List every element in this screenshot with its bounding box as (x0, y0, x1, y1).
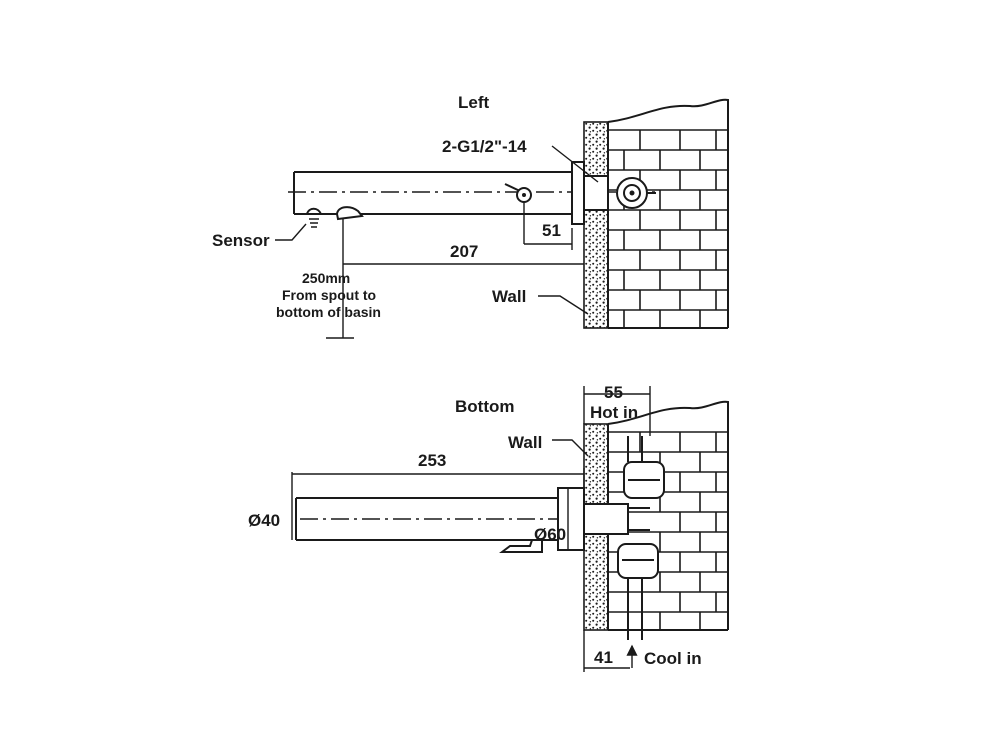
dim-diameter-40: Ø40 (248, 498, 293, 540)
dim-41: 41 (583, 630, 630, 672)
bottom-spout (295, 487, 650, 551)
left-wall-plaster (583, 121, 609, 329)
sensor-label: Sensor (212, 231, 270, 250)
dim-55: 55 (583, 383, 651, 436)
dim-51: 51 (523, 202, 573, 250)
left-brick-wall (607, 98, 729, 329)
svg-text:bottom of basin: bottom of basin (276, 304, 381, 320)
svg-text:From spout to: From spout to (282, 287, 376, 303)
thread-spec-label: 2-G1/2"-14 (442, 137, 527, 156)
dim-207: 207 (342, 218, 584, 338)
left-wall-label: Wall (492, 287, 526, 306)
svg-text:41: 41 (594, 648, 613, 667)
left-view: Left 2-G1/2"-14 (212, 93, 729, 339)
svg-text:55: 55 (604, 383, 623, 402)
hot-inlet-valve (623, 436, 665, 499)
hot-in-label: Hot in (590, 403, 638, 422)
sensor-icon (306, 207, 322, 228)
basin-clearance-note: 250mm From spout to bottom of basin (276, 270, 381, 339)
svg-text:253: 253 (418, 451, 446, 470)
pivot-lever-icon (504, 183, 532, 203)
svg-text:Ø40: Ø40 (248, 511, 280, 530)
bottom-outlet-icon (499, 539, 543, 553)
dim-diameter-60: Ø60 (534, 488, 569, 550)
inlet-fitting-icon (616, 177, 656, 209)
svg-text:250mm: 250mm (302, 270, 350, 286)
cold-inlet-valve (617, 543, 659, 640)
bottom-view-title: Bottom (455, 397, 514, 416)
bottom-wall-label: Wall (508, 433, 542, 452)
left-spout (288, 161, 660, 225)
dim-253: 253 (291, 451, 585, 498)
svg-text:Ø60: Ø60 (534, 525, 566, 544)
bottom-view: Bottom 55 Hot in Wall (248, 383, 729, 672)
outlet-nozzle-icon (335, 206, 364, 221)
cool-in-label: Cool in (644, 649, 702, 668)
left-view-title: Left (458, 93, 490, 112)
svg-text:51: 51 (542, 221, 561, 240)
svg-text:207: 207 (450, 242, 478, 261)
